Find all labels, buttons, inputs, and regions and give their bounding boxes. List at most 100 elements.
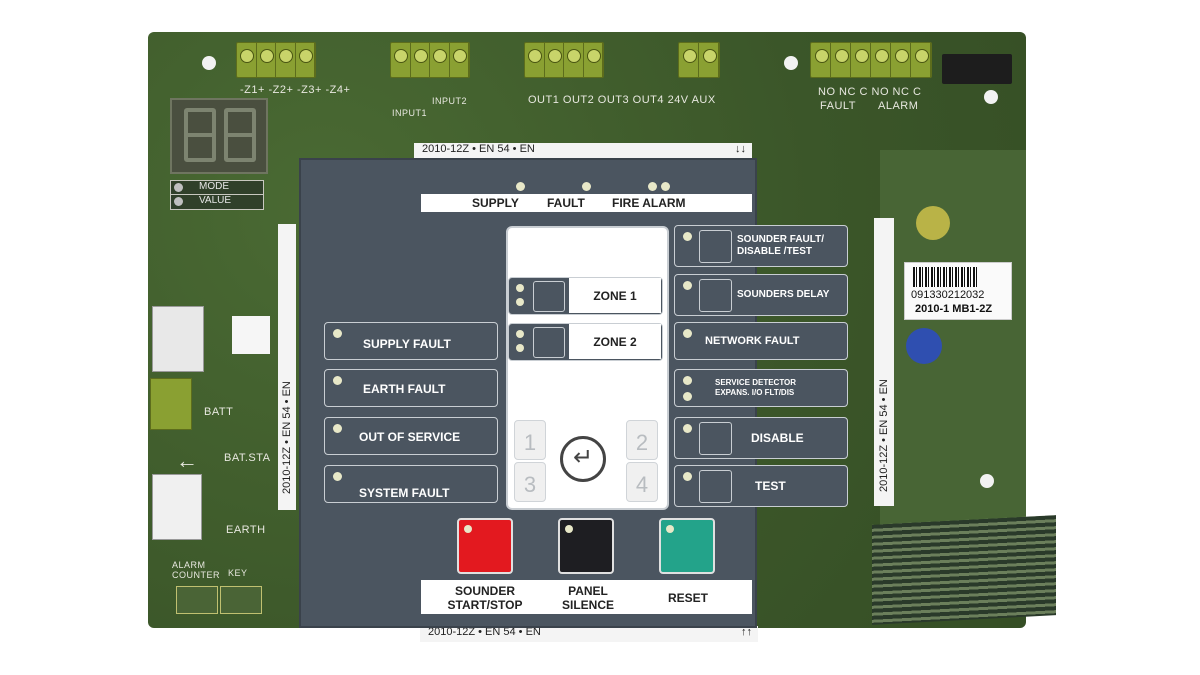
earth-fault-indicator[interactable]: EARTH FAULT — [324, 369, 498, 407]
fault-label: FAULT — [547, 196, 585, 210]
zone-1-button[interactable] — [533, 281, 565, 312]
ribbon-header-connector — [942, 54, 1012, 84]
strip-bottom-text: 2010-12Z • EN 54 • EN — [428, 626, 541, 638]
arrows-up-icon: ↑↑ — [741, 626, 752, 638]
fire-alarm-led — [648, 182, 657, 191]
panel-silence-label: PANEL SILENCE — [561, 584, 614, 612]
key-pins — [220, 586, 262, 614]
value-label: VALUE — [199, 195, 232, 206]
zone-terminal-label: -Z1+ -Z2+ -Z3+ -Z4+ — [240, 84, 351, 96]
status-led-bar — [421, 194, 752, 212]
reset-button[interactable] — [659, 518, 715, 574]
nav-key-3[interactable]: 3 — [514, 462, 546, 502]
value-button[interactable]: VALUE — [170, 194, 264, 210]
alarm-counter-pins — [176, 586, 218, 614]
panel-silence-button[interactable] — [558, 518, 614, 574]
seven-segment-display — [170, 98, 268, 174]
zone-1-label: ZONE 1 — [569, 278, 661, 313]
white-pad — [232, 316, 270, 354]
relay-contacts-label: NO NC C NO NC C — [818, 86, 922, 98]
network-fault-indicator[interactable]: NETWORK FAULT — [674, 322, 848, 360]
board-model: 2010-1 MB1-2Z — [915, 303, 993, 315]
sounder-start-stop-button[interactable] — [457, 518, 513, 574]
blue-component — [906, 328, 942, 364]
nav-key-1[interactable]: 1 — [514, 420, 546, 460]
bat-sta-label: BAT.STA — [224, 452, 271, 464]
test-indicator[interactable]: TEST — [674, 465, 848, 507]
input-terminal-block — [390, 42, 470, 78]
disable-label: DISABLE — [751, 431, 804, 445]
supply-fault-label: SUPPLY FAULT — [363, 337, 451, 351]
mounting-hole — [202, 56, 216, 70]
barcode-icon — [913, 267, 977, 287]
fire-alarm-label: FIRE ALARM — [612, 196, 686, 210]
arrow-left-icon: ← — [176, 448, 199, 473]
fault-led — [582, 182, 591, 191]
disable-button[interactable] — [699, 422, 732, 455]
label-strip-top: 2010-12Z • EN 54 • EN ↓↓ — [414, 143, 752, 159]
barcode-label: 091330212032 2010-1 MB1-2Z — [904, 262, 1012, 320]
arrows-down-icon: ↓↓ — [735, 143, 746, 155]
relay-alarm-label: ALARM — [878, 100, 919, 112]
buzzer — [916, 206, 950, 240]
aux-terminal-block — [678, 42, 720, 78]
board-right-area — [880, 150, 1026, 530]
zone-2-key[interactable]: ZONE 2 — [508, 323, 663, 361]
reset-label: RESET — [667, 591, 708, 605]
zone-2-label: ZONE 2 — [569, 324, 661, 359]
service-detector-label: SERVICE DETECTOR EXPANS. I/O FLT/DIS — [715, 378, 797, 397]
mode-label: MODE — [199, 181, 229, 192]
alarm-counter-label: ALARM COUNTER — [172, 560, 220, 580]
supply-label: SUPPLY — [472, 196, 519, 210]
label-strip-bottom: 2010-12Z • EN 54 • EN ↑↑ — [420, 626, 758, 642]
service-detector-indicator[interactable]: SERVICE DETECTOR EXPANS. I/O FLT/DIS — [674, 369, 848, 407]
label-strip-left: 2010-12Z • EN 54 • EN — [278, 224, 296, 510]
sounders-delay-indicator[interactable]: SOUNDERS DELAY — [674, 274, 848, 316]
earth-connector — [152, 474, 202, 540]
out-of-service-label: OUT OF SERVICE — [359, 430, 461, 444]
sounder-fault-indicator[interactable]: SOUNDER FAULT/ DISABLE /TEST — [674, 225, 848, 267]
system-fault-label: SYSTEM FAULT — [359, 486, 450, 500]
sounder-fault-button[interactable] — [699, 230, 732, 263]
action-label-bar — [421, 580, 752, 614]
system-fault-indicator[interactable]: SYSTEM FAULT — [324, 465, 498, 503]
fire-alarm-led — [661, 182, 670, 191]
sounder-fault-label: SOUNDER FAULT/ DISABLE /TEST — [737, 234, 825, 257]
zone-2-button[interactable] — [533, 327, 565, 358]
relay-terminal-block — [810, 42, 932, 78]
supply-fault-indicator[interactable]: SUPPLY FAULT — [324, 322, 498, 360]
barcode-number: 091330212032 — [911, 289, 985, 301]
mounting-hole — [984, 90, 998, 104]
input2-label: INPUT2 — [432, 96, 468, 106]
earth-label: EARTH — [226, 524, 266, 536]
nav-key-4[interactable]: 4 — [626, 462, 658, 502]
test-button[interactable] — [699, 470, 732, 503]
sounders-delay-button[interactable] — [699, 279, 732, 312]
key-label: KEY — [228, 568, 248, 578]
segment-digit — [224, 108, 256, 162]
strip-right-text: 2010-12Z • EN 54 • EN — [878, 379, 890, 492]
relay-fault-label: FAULT — [820, 100, 856, 112]
ribbon-cable — [872, 515, 1056, 625]
nav-key-2[interactable]: 2 — [626, 420, 658, 460]
outputs-label: OUT1 OUT2 OUT3 OUT4 24V AUX — [528, 94, 716, 106]
batt-label: BATT — [204, 406, 234, 418]
network-fault-label: NETWORK FAULT — [705, 335, 800, 347]
out-of-service-indicator[interactable]: OUT OF SERVICE — [324, 417, 498, 455]
label-strip-right: 2010-12Z • EN 54 • EN — [874, 218, 894, 506]
supply-led — [516, 182, 525, 191]
sounder-start-stop-label: SOUNDER START/STOP — [447, 584, 523, 612]
mounting-hole — [980, 474, 994, 488]
disable-indicator[interactable]: DISABLE — [674, 417, 848, 459]
zone-1-key[interactable]: ZONE 1 — [508, 277, 663, 315]
enter-key[interactable]: ↵ — [560, 436, 606, 482]
sounders-delay-label: SOUNDERS DELAY — [737, 289, 830, 300]
output-terminal-block — [524, 42, 604, 78]
earth-fault-label: EARTH FAULT — [363, 382, 446, 396]
zone-terminal-block — [236, 42, 316, 78]
strip-top-text: 2010-12Z • EN 54 • EN — [422, 143, 535, 155]
input1-label: INPUT1 — [392, 108, 428, 118]
battery-terminal — [150, 378, 192, 430]
segment-digit — [184, 108, 216, 162]
connector-white — [152, 306, 204, 372]
